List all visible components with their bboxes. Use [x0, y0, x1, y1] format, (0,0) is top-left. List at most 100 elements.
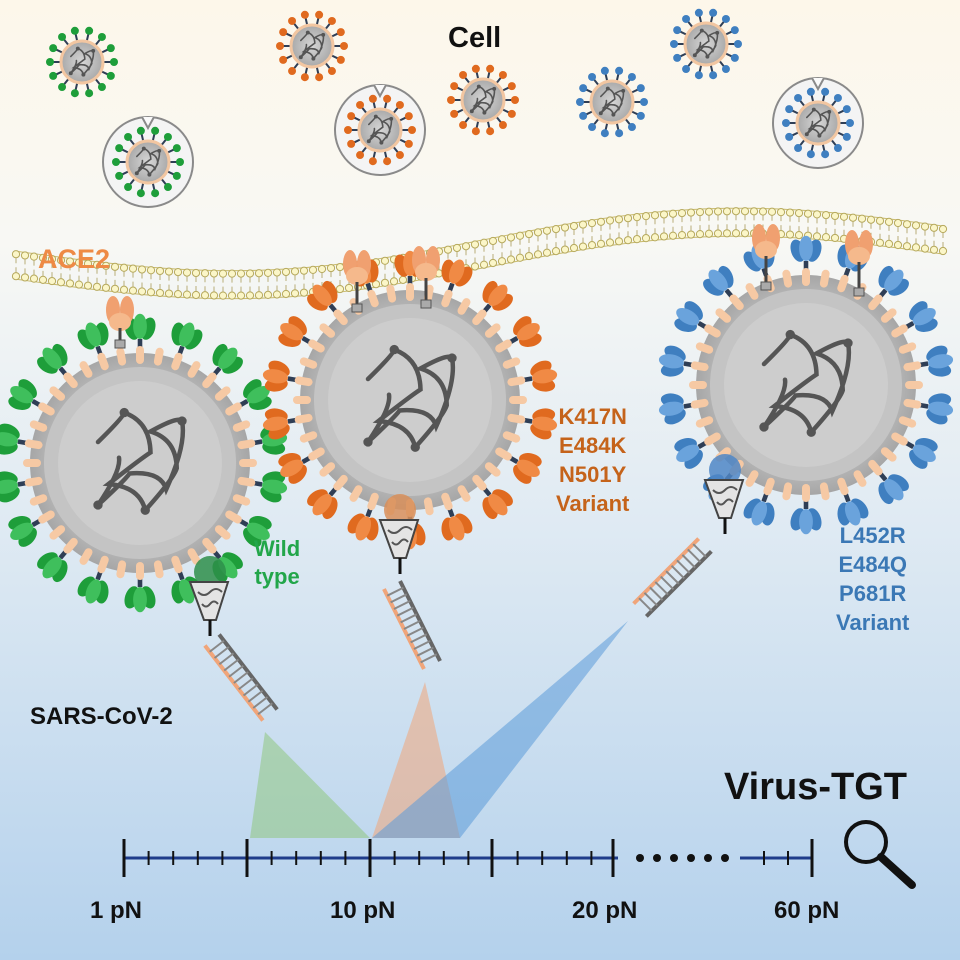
membrane-protein [880, 447, 897, 462]
membrane-protein [782, 269, 793, 288]
capture-antibody [378, 519, 420, 559]
spike-head [58, 83, 67, 92]
lipid-head [11, 250, 21, 259]
base-pair [223, 658, 240, 672]
lipid-head [812, 210, 822, 219]
lipid-head [830, 211, 840, 221]
spike-head [115, 144, 124, 153]
lipid-head [290, 289, 300, 298]
lipid-head [677, 230, 687, 240]
spike-head [327, 67, 336, 76]
genome-knot [806, 427, 816, 437]
ace2-lobe [848, 247, 870, 265]
lipid-head [821, 211, 831, 220]
membrane-protein [97, 352, 109, 371]
lipid-head [110, 284, 120, 293]
spike-head [278, 316, 307, 347]
spike-head [682, 65, 691, 74]
spike-head [112, 158, 120, 166]
genome-knot [366, 139, 371, 144]
spike-head [279, 28, 288, 37]
spike-lobe [884, 269, 904, 291]
base-pair [396, 606, 414, 617]
genome-knot [785, 329, 795, 340]
spike-head [347, 139, 356, 148]
lipid-head [299, 266, 309, 275]
spike-head [340, 42, 348, 50]
membrane-protein [187, 548, 201, 565]
lipid-head [74, 280, 84, 289]
genome-knot [715, 30, 720, 35]
spike-head [368, 94, 377, 103]
lipid-head [281, 267, 291, 277]
genome-knot [605, 86, 610, 91]
membrane-protein [690, 361, 709, 372]
membrane-protein [319, 462, 336, 477]
membrane-protein [903, 398, 922, 409]
spike-head [846, 119, 854, 127]
membrane-protein [237, 439, 256, 450]
membrane-protein [457, 485, 471, 502]
spike-head [260, 471, 288, 503]
membrane-protein [819, 482, 830, 501]
lipid-head [380, 256, 390, 265]
spike-head [315, 10, 324, 19]
genome-knot [81, 72, 86, 77]
spike-head [172, 171, 181, 180]
membrane-protein [903, 361, 922, 372]
membrane-protein [225, 510, 242, 524]
genome-knot [843, 338, 853, 348]
spike-lobe [133, 313, 147, 339]
membrane-protein [202, 537, 217, 554]
lipid-head [38, 253, 48, 262]
cell-membrane [11, 207, 948, 300]
spike-lobe [532, 416, 558, 431]
genome-knot [305, 30, 310, 35]
capture-antibody [188, 581, 230, 621]
spike-lobe [262, 479, 288, 494]
spike-head [395, 100, 404, 109]
spike-head [368, 157, 377, 166]
membrane-protein [367, 492, 379, 511]
blue-variant-line-2: E484Q [838, 552, 907, 577]
lipid-head [938, 246, 948, 256]
lipid-head [794, 209, 804, 218]
genome-knot [621, 88, 626, 93]
lipid-head [173, 290, 183, 299]
lipid-head [191, 268, 201, 278]
membrane-protein [153, 560, 164, 579]
lipid-head [245, 291, 255, 300]
membrane-protein [294, 413, 313, 424]
membrane-protein [97, 555, 109, 574]
ace2-lobe [755, 241, 777, 259]
lipid-head [20, 273, 30, 282]
lipid-head [686, 208, 696, 217]
magnifier-handle [877, 853, 916, 889]
spike-head [806, 87, 815, 96]
membrane-protein [715, 308, 732, 323]
membrane-protein [441, 492, 453, 511]
spike-head [49, 44, 58, 53]
spike-head [926, 345, 954, 377]
spike-head [115, 171, 124, 180]
lipid-head [596, 217, 606, 226]
spike-lobe [658, 401, 684, 416]
membrane-protein [868, 459, 883, 476]
rna-genome [600, 87, 625, 117]
lipid-head [218, 269, 228, 278]
lipid-head [830, 233, 840, 243]
base-pair [420, 653, 438, 664]
membrane-protein [898, 342, 917, 354]
spike-head [300, 73, 309, 82]
lipid-head [290, 267, 300, 276]
spike-head [347, 112, 356, 121]
lipid-head [668, 209, 678, 218]
spike-head [124, 183, 133, 192]
spike-lobe [42, 347, 62, 369]
base-pair [213, 646, 230, 659]
spike-lobe [10, 522, 34, 541]
spike-head [579, 111, 588, 120]
lipid-head [128, 286, 138, 295]
capture-wild [188, 556, 230, 636]
ace2-lobe [109, 313, 131, 331]
